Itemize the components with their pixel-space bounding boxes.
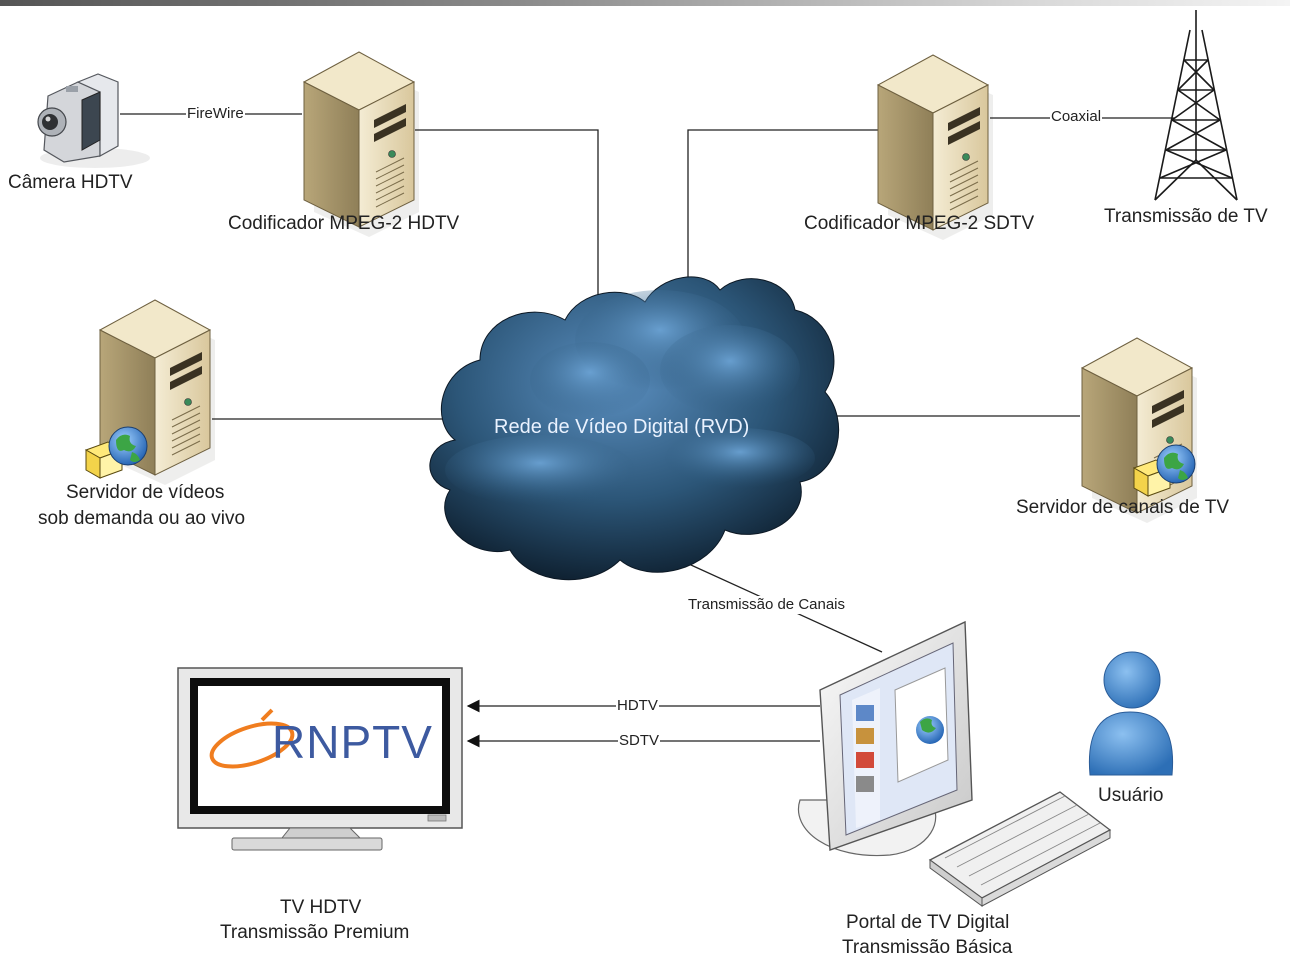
edge-label-sdtv: SDTV [618,732,661,750]
tv-hdtv-label-line1: TV HDTV [280,897,362,918]
portal-computer-icon [797,620,973,857]
edge-label-hdtv: HDTV [616,697,659,715]
tv-hdtv-label-line2: Transmissão Premium [220,922,410,943]
vod-server-label-line2: sob demanda ou ao vivo [38,508,246,529]
encoder-hdtv-label: Codificador MPEG-2 HDTV [228,213,460,234]
tv-tower-label: Transmissão de TV [1104,206,1268,227]
user-label: Usuário [1098,785,1164,806]
keyboard-icon [928,791,1112,907]
encoder-sdtv-label: Codificador MPEG-2 SDTV [804,213,1035,234]
portal-label-line1: Portal de TV Digital [846,912,1010,933]
user-icon [1088,651,1174,776]
encoder-hdtv-server-icon [303,51,420,238]
top-gradient-bar [0,0,1290,6]
tv-tower-icon [1154,10,1238,201]
edge-label-firewire: FireWire [186,105,245,123]
network-label: Rede de Vídeo Digital (RVD) [494,416,750,438]
camera-label: Câmera HDTV [8,172,133,193]
tv-hdtv-icon [177,667,463,851]
camera-icon [37,73,150,168]
network-cloud [429,276,840,581]
edge-label-coaxial: Coaxial [1050,108,1103,126]
portal-label-line2: Transmissão Básica [842,937,1013,958]
vod-server-label-line1: Servidor de vídeos [66,482,225,503]
edge-label-channels: Transmissão de Canais [687,596,847,614]
channel-server-label: Servidor de canais de TV [1016,497,1229,518]
tv-logo-text: RNPTV [272,716,433,768]
